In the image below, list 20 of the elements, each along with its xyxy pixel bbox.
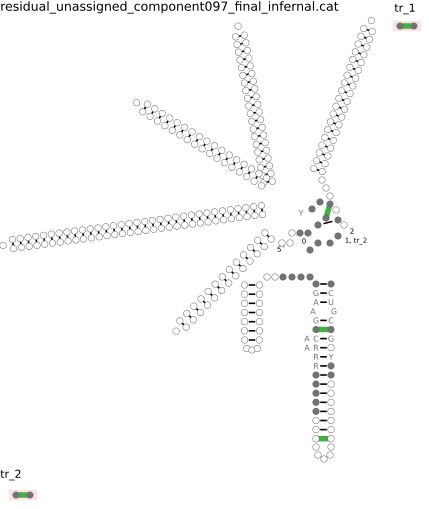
nucleotide-letter: C	[314, 336, 318, 342]
nucleotide-letter: G	[313, 317, 318, 324]
nucleotide-letter: A	[313, 299, 319, 306]
nucleotide-letter: A	[304, 344, 310, 351]
nucleotide-letter: R	[314, 344, 319, 351]
annotation-label: tr_1	[394, 4, 415, 14]
nucleotide-letter: R	[314, 354, 319, 360]
nucleotide-letter: R	[314, 362, 319, 369]
nucleotide-letter: C	[328, 317, 334, 324]
nucleotide-letter: C	[328, 290, 334, 296]
title: residual_unassigned_component097_final_infernal.cat	[1, 1, 338, 14]
nucleotide-letter: Y	[328, 354, 334, 360]
nucleotide-letter: U	[328, 299, 334, 306]
nucleotide-letter: A	[304, 336, 310, 342]
legend-label: tr_2	[0, 470, 20, 480]
nucleotide-letter: A	[310, 308, 316, 314]
nucleotide-letter: G	[331, 308, 336, 314]
nucleotide-letter: Y	[298, 210, 304, 216]
nucleotide-letter: G	[313, 290, 318, 296]
nucleotide-letter: G	[328, 336, 334, 342]
